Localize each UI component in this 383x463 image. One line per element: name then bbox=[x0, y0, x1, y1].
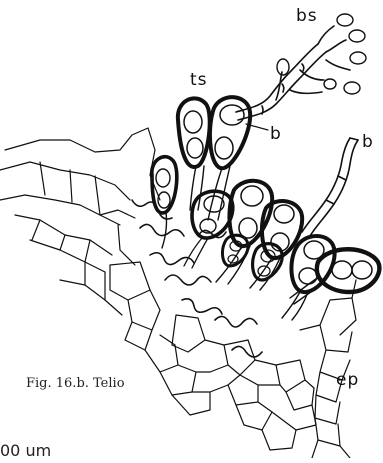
scale-bar-text: 00 um bbox=[0, 441, 51, 460]
basidium-right bbox=[302, 138, 358, 236]
epidermis-label: ep bbox=[336, 372, 359, 389]
basidiospore-2 bbox=[349, 30, 365, 42]
hyphae bbox=[132, 200, 262, 357]
basidiospore-3 bbox=[350, 52, 366, 64]
basidium-upper bbox=[236, 14, 366, 120]
basidiospore-6 bbox=[324, 79, 336, 89]
basidiospore-5 bbox=[277, 59, 289, 75]
teliospore-3 bbox=[152, 157, 177, 248]
teliospores-label: ts bbox=[190, 72, 208, 89]
figure-caption: Fig. 16.b. Telio bbox=[26, 376, 125, 391]
basidium-label-left: b bbox=[270, 126, 282, 143]
basidiospore-1 bbox=[337, 14, 353, 26]
basidiospore-4 bbox=[344, 82, 360, 94]
basidiospores-label: bs bbox=[296, 8, 318, 25]
teliospores bbox=[152, 97, 380, 320]
basidium-label-right: b bbox=[362, 134, 374, 151]
